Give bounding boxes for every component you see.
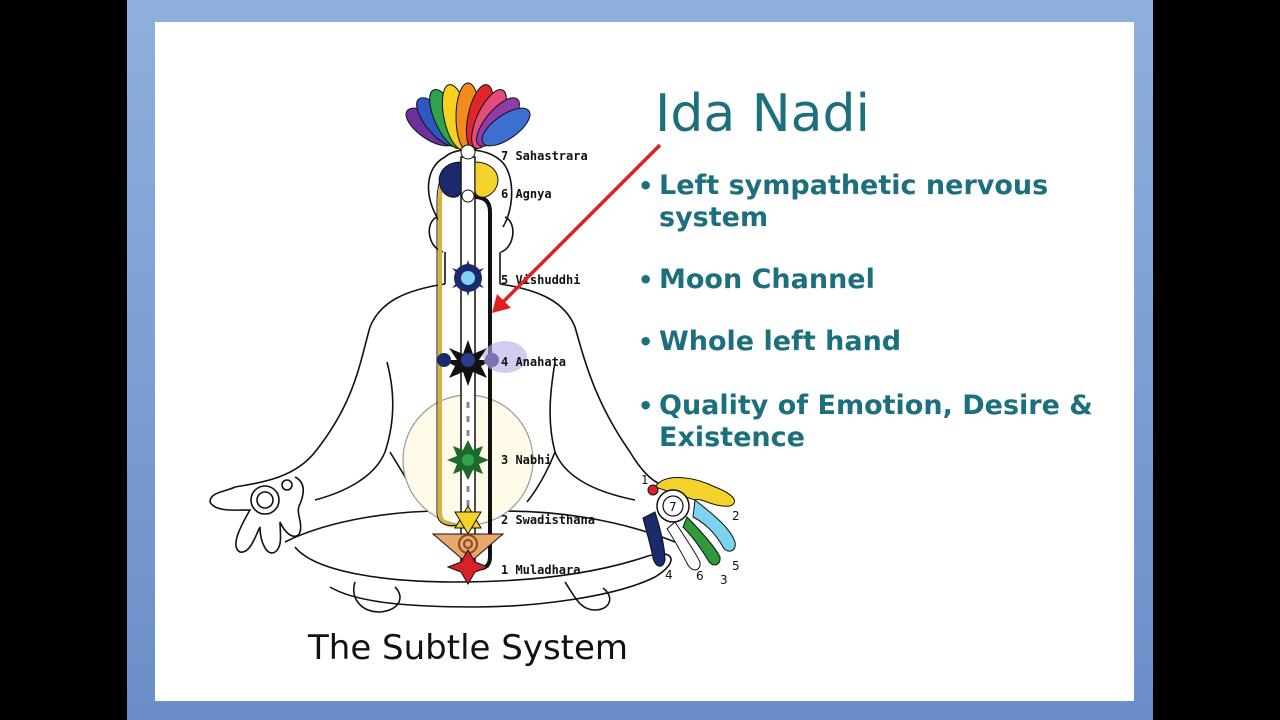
finger-number-5: 5 xyxy=(732,559,740,573)
open-hand-left xyxy=(209,476,305,554)
bullet-item: Whole left hand xyxy=(638,326,1118,358)
bullet-item: Left sympathetic nervous system xyxy=(638,170,1118,234)
anahata-chakra xyxy=(437,340,527,386)
chakra-label-1: 1 Muladhara xyxy=(501,563,580,577)
finger-number-3: 3 xyxy=(720,573,728,587)
chakra-label-6: 6 Agnya xyxy=(501,187,552,201)
finger-number-6: 6 xyxy=(696,569,704,583)
muladhara-chakra xyxy=(446,549,490,585)
vishuddhi-chakra xyxy=(452,260,484,296)
diagram-caption: The Subtle System xyxy=(308,628,629,668)
agnya-lobes xyxy=(438,161,499,203)
bullet-list: Left sympathetic nervous system Moon Cha… xyxy=(638,170,1118,454)
chakra-label-7: 7 Sahastrara xyxy=(501,149,588,163)
finger-number-7: 7 xyxy=(669,500,677,514)
bullet-item: Quality of Emotion, Desire & Existence xyxy=(638,390,1118,454)
chakra-label-2: 2 Swadisthana xyxy=(501,513,595,527)
chakra-labels: 7 Sahastrara 6 Agnya 5 Vishuddhi 4 Anaha… xyxy=(501,149,595,577)
chakra-label-4: 4 Anahata xyxy=(501,355,566,369)
slide: 7 Sahastrara 6 Agnya 5 Vishuddhi 4 Anaha… xyxy=(155,22,1134,701)
slide-title: Ida Nadi xyxy=(655,84,870,144)
hand-finger-numbers: 1 2 4 6 3 5 7 xyxy=(641,473,740,587)
swadisthana-chakra xyxy=(454,505,482,535)
finger-number-2: 2 xyxy=(732,509,740,523)
bullet-item: Moon Channel xyxy=(638,264,1118,296)
subtle-system-diagram: 7 Sahastrara 6 Agnya 5 Vishuddhi 4 Anaha… xyxy=(209,82,740,613)
pointer-arrow xyxy=(492,143,662,313)
sahastrara-lotus xyxy=(405,82,531,160)
nabhi-chakra xyxy=(447,440,489,480)
chakra-label-5: 5 Vishuddhi xyxy=(501,273,580,287)
left-hand-colored xyxy=(642,477,736,571)
finger-number-1: 1 xyxy=(641,473,649,487)
finger-number-4: 4 xyxy=(665,568,673,582)
chakra-label-3: 3 Nabhi xyxy=(501,453,552,467)
